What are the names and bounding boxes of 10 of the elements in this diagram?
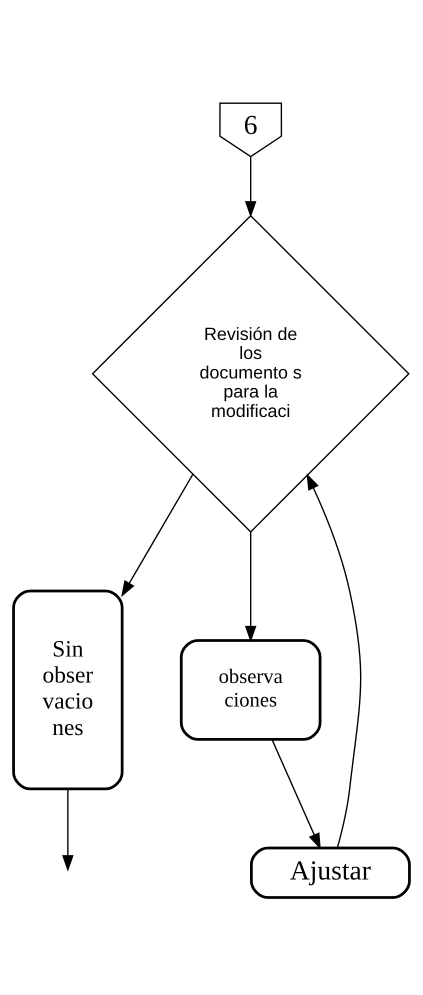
arrow — [121, 474, 194, 598]
arrow — [306, 473, 362, 848]
arrow — [271, 739, 321, 850]
node-box: Sin obser vacio nes — [12, 590, 124, 790]
node-box: observa ciones — [180, 639, 322, 741]
arrow — [244, 156, 256, 218]
arrow — [62, 789, 74, 872]
arrow — [244, 532, 256, 642]
node-diamond: Revisión de los documento s para la modificaci — [92, 214, 410, 533]
node-box: Ajustar — [250, 846, 411, 899]
